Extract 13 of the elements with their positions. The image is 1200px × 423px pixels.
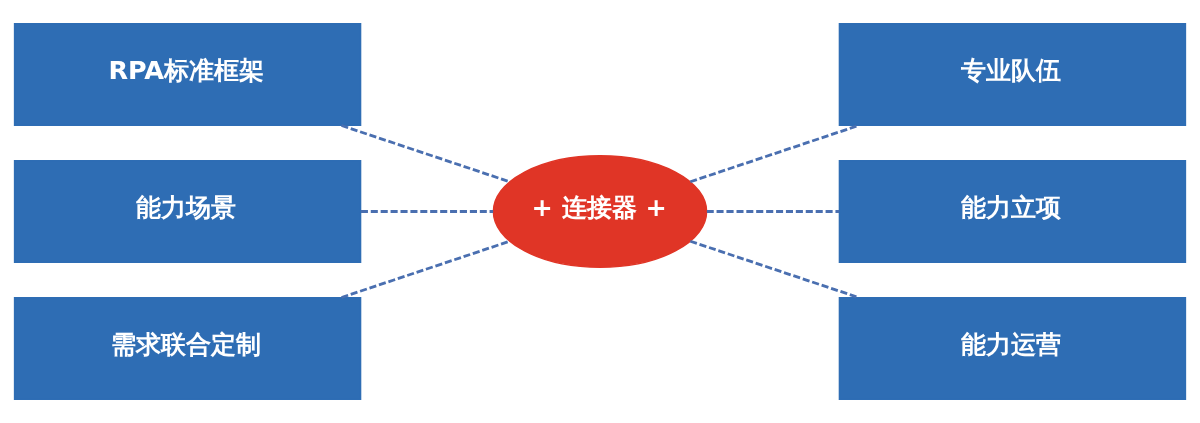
node-ellipse: + 连接器 +: [492, 155, 708, 268]
connector: [706, 210, 840, 213]
node-box: 能力场景: [13, 159, 362, 264]
node-box: 能力运营: [838, 296, 1187, 401]
node-box: 需求联合定制: [13, 296, 362, 401]
node-box: 能力立项: [838, 159, 1187, 264]
node-box: 专业队伍: [838, 22, 1187, 127]
connector: [341, 124, 511, 184]
connector: [689, 239, 860, 299]
connector: [360, 210, 494, 213]
connector: [341, 239, 511, 299]
node-box: RPA标准框架: [13, 22, 362, 127]
connector: [689, 124, 860, 184]
